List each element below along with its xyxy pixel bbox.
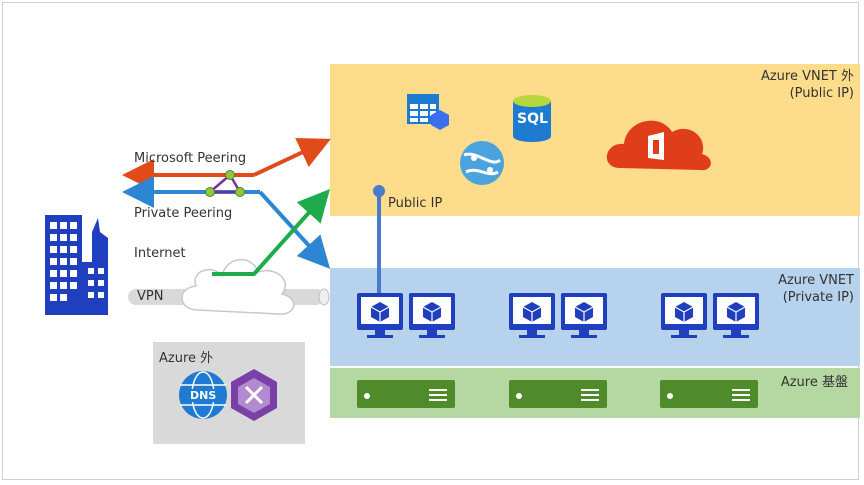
server-icon (660, 380, 758, 408)
outside-zone-label: Azure 外 (159, 351, 214, 366)
vm-monitor-icon (561, 293, 607, 338)
sql-label: SQL (517, 111, 548, 127)
server-icon (509, 380, 607, 408)
public-zone-line1: Azure VNET 外 (760, 69, 854, 84)
private-peering-line-down (258, 190, 331, 269)
internet-cloud-icon (181, 258, 295, 315)
public-zone-label: Azure VNET 外 (Public IP) (761, 68, 854, 102)
router-junction-icon (205, 170, 245, 197)
private-peering-label: Private Peering (134, 206, 233, 221)
public-zone (330, 64, 860, 216)
private-zone-line2: (Private IP) (782, 290, 854, 305)
building-icon (45, 215, 108, 315)
microsoft-peering-label: Microsoft Peering (134, 151, 247, 166)
vm-monitor-icon (357, 293, 403, 338)
private-zone-line1: Azure VNET (778, 273, 854, 288)
dns-label: DNS (190, 389, 217, 402)
infra-zone-label: Azure 基盤 (780, 375, 848, 390)
sql-database-icon (513, 95, 551, 142)
public-ip-label: Public IP (388, 196, 443, 211)
microsoft-peering-line-up (253, 138, 331, 177)
vm-monitor-icon (713, 293, 759, 338)
private-zone-label: Azure VNET (Private IP) (778, 272, 854, 306)
internet-line (212, 189, 331, 276)
app-service-icon (460, 141, 504, 185)
internet-label: Internet (134, 246, 186, 261)
server-icon (357, 380, 455, 408)
public-zone-line2: (Public IP) (789, 86, 854, 101)
office365-icon (606, 120, 711, 171)
vm-group (357, 293, 759, 338)
vm-monitor-icon (661, 293, 707, 338)
vm-monitor-icon (509, 293, 555, 338)
traffic-manager-icon (231, 369, 277, 421)
vm-monitor-icon (409, 293, 455, 338)
table-storage-icon (407, 94, 449, 130)
server-group (357, 380, 758, 408)
outside-zone (153, 342, 305, 444)
slide-frame (2, 2, 859, 480)
public-ip-link (373, 185, 385, 293)
vpn-label: VPN (137, 289, 164, 304)
